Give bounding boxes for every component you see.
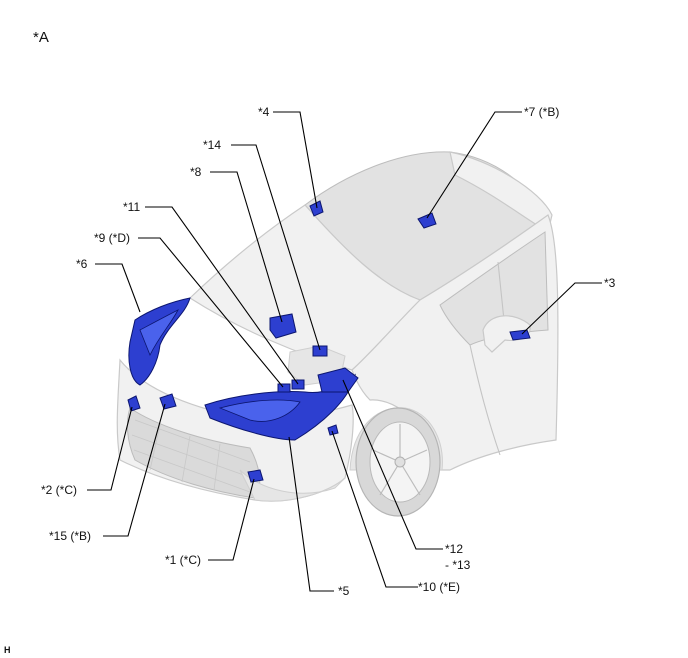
callout-6: *6	[76, 257, 88, 271]
part-4-sensor	[309, 200, 324, 217]
front-lip	[239, 469, 346, 502]
callout-1: *1 (*C)	[165, 553, 201, 567]
callout-7: *7 (*B)	[524, 105, 559, 119]
view-label: *A	[33, 29, 49, 46]
leader-11	[145, 206, 299, 385]
callout-12: *12	[445, 542, 463, 556]
part-6-headlamp-left	[128, 297, 191, 386]
callout-labels: *4 *7 (*B) *14 *8 *11 *9 (*D) *6 *3 *2 (…	[41, 105, 616, 598]
part-5-inner	[218, 399, 301, 422]
part-1-sensor	[247, 469, 264, 483]
callout-10: *10 (*E)	[418, 580, 460, 594]
callout-14: *14	[203, 138, 221, 152]
callout-9: *9 (*D)	[94, 231, 130, 245]
leader-10	[331, 430, 418, 588]
leader-3	[521, 282, 602, 335]
leader-15	[103, 403, 166, 537]
door-line	[469, 344, 501, 456]
highlighted-components	[127, 200, 531, 483]
part-15-sensor	[159, 393, 177, 410]
vehicle-illustration	[116, 151, 559, 517]
leader-8	[210, 171, 283, 323]
leader-5	[288, 436, 334, 592]
callout-11: *11	[123, 200, 140, 214]
part-2-sensor	[127, 395, 141, 412]
leader-7	[426, 111, 522, 219]
leader-6	[95, 263, 141, 313]
part-7-camera	[417, 212, 437, 229]
part-14-unit	[312, 345, 328, 357]
footer-code: H	[4, 645, 11, 655]
part-12-13-unit	[317, 367, 359, 393]
leader-lines	[87, 111, 602, 592]
leader-1	[208, 478, 255, 561]
callout-2: *2 (*C)	[41, 483, 77, 497]
leader-4	[273, 111, 318, 209]
callout-4: *4	[258, 105, 270, 119]
callout-3: *3	[604, 276, 616, 290]
grille-mesh	[131, 419, 253, 493]
leader-2	[87, 406, 133, 491]
leader-12	[342, 379, 443, 550]
callout-5: *5	[338, 584, 350, 598]
part-9-sensor	[277, 383, 291, 393]
part-3-mirror-sensor	[509, 329, 531, 341]
side-mirror	[482, 315, 531, 353]
part-6-inner	[139, 309, 179, 356]
leader-9	[138, 237, 284, 388]
callout-13: - *13	[445, 558, 471, 572]
part-10-sensor	[327, 424, 339, 436]
callout-8: *8	[190, 165, 202, 179]
callout-15: *15 (*B)	[49, 529, 91, 543]
wheel-hub	[394, 456, 406, 468]
part-8-module	[269, 313, 297, 339]
part-11-sensor	[291, 379, 305, 390]
leader-14	[231, 144, 321, 351]
